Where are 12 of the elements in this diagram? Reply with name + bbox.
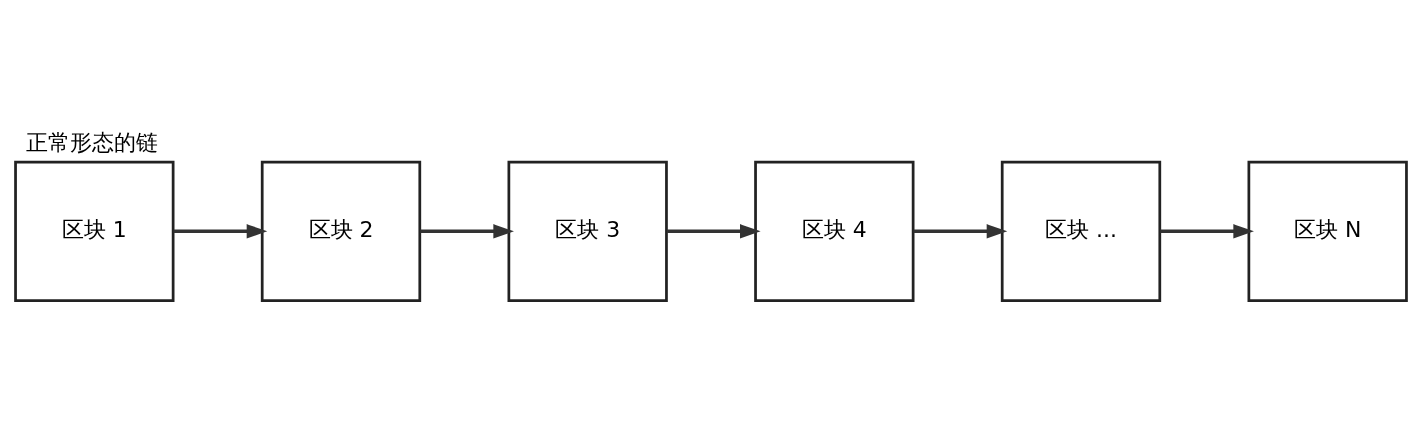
- arrow: [913, 224, 1008, 239]
- arrow: [666, 224, 761, 239]
- node-box: 区块 ...: [1000, 160, 1162, 302]
- arrow: [173, 224, 268, 239]
- node-box: 区块 4: [754, 160, 915, 302]
- node-box: 区块 1: [14, 160, 175, 302]
- node-box: 区块 3: [507, 160, 668, 302]
- node-box: 区块 2: [260, 160, 422, 302]
- diagram-title: 正常形态的链: [25, 129, 158, 155]
- node-box: 区块 N: [1247, 160, 1408, 302]
- arrow: [420, 224, 514, 239]
- arrow: [1160, 224, 1254, 239]
